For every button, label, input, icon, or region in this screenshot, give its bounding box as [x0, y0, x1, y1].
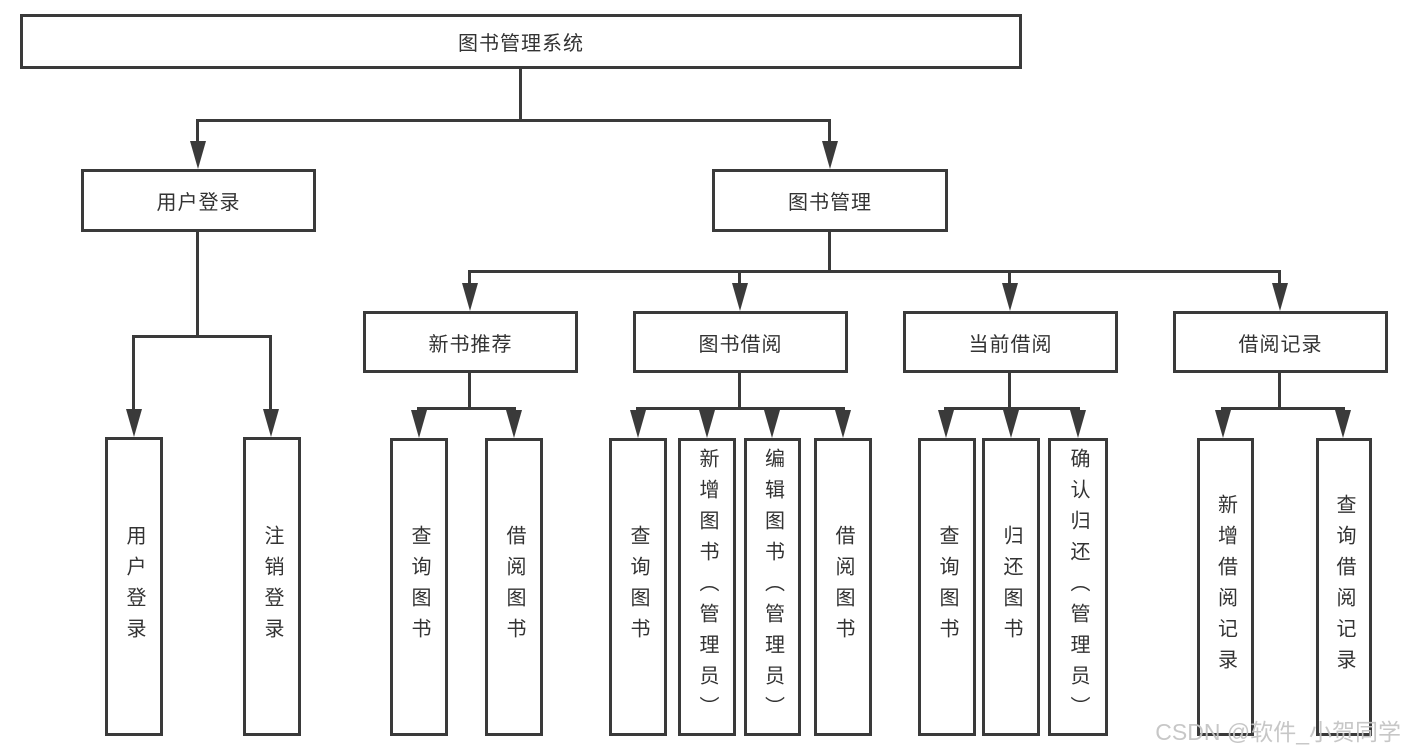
node-library-management-system: 图书管理系统	[20, 14, 1022, 69]
node-label: 新书推荐	[428, 333, 513, 356]
arrowhead	[1272, 283, 1288, 311]
connector-group-trunk	[738, 373, 741, 410]
leaf-borrowing-borrow-books: 借阅图书	[814, 438, 872, 736]
leaf-label: 借阅图书	[503, 525, 525, 649]
leaf-recommend-borrow-books: 借阅图书	[485, 438, 543, 736]
leaf-label: 新增图书（管理员）	[696, 447, 718, 727]
leaf-current-query-books: 查询图书	[918, 438, 976, 736]
connector-level3-branch	[468, 270, 1281, 273]
arrowhead	[699, 410, 715, 438]
arrowhead	[263, 409, 279, 437]
connector-stem	[196, 122, 199, 141]
arrowhead	[506, 410, 522, 438]
arrowhead	[1335, 410, 1351, 438]
node-user-login: 用户登录	[81, 169, 316, 232]
leaf-label: 查询图书	[408, 525, 430, 649]
connector-root-trunk	[519, 69, 522, 122]
connector-stem	[1008, 273, 1011, 283]
leaf-borrowing-edit-books-admin: 编辑图书（管理员）	[744, 438, 801, 736]
leaf-records-query-borrow-record: 查询借阅记录	[1316, 438, 1372, 736]
connector-user-login-trunk	[196, 232, 199, 338]
node-new-book-recommend: 新书推荐	[363, 311, 578, 373]
node-book-management: 图书管理	[712, 169, 948, 232]
arrowhead	[1003, 410, 1019, 438]
arrowhead	[126, 409, 142, 437]
node-label: 图书借阅	[698, 333, 783, 356]
leaf-label: 借阅图书	[832, 525, 854, 649]
leaf-label: 新增借阅记录	[1214, 494, 1237, 680]
arrowhead	[822, 141, 838, 169]
arrowhead	[764, 410, 780, 438]
leaf-label: 编辑图书（管理员）	[761, 447, 784, 727]
node-label: 图书管理系统	[458, 33, 584, 55]
arrowhead	[1215, 410, 1231, 438]
connector-stem	[269, 338, 272, 409]
connector-group-branch	[1221, 407, 1345, 410]
arrowhead	[411, 410, 427, 438]
node-label: 当前借阅	[968, 333, 1053, 356]
leaf-user-login: 用户登录	[105, 437, 163, 736]
connector-stem	[1278, 273, 1281, 283]
arrowhead	[938, 410, 954, 438]
node-book-borrowing: 图书借阅	[633, 311, 848, 373]
connector-book-management-trunk	[828, 232, 831, 273]
connector-user-login-branch	[132, 335, 272, 338]
node-label: 借阅记录	[1238, 333, 1323, 356]
connector-level2-branch	[196, 119, 831, 122]
leaf-records-add-borrow-record: 新增借阅记录	[1197, 438, 1254, 736]
arrowhead	[835, 410, 851, 438]
connector-group-trunk	[1008, 373, 1011, 410]
connector-stem	[468, 273, 471, 283]
leaf-label: 查询图书	[936, 525, 958, 649]
leaf-recommend-query-books: 查询图书	[390, 438, 448, 736]
connector-stem	[132, 338, 135, 409]
node-label: 图书管理	[788, 192, 872, 214]
connector-group-branch	[944, 407, 1080, 410]
leaf-label: 归还图书	[1000, 525, 1022, 649]
node-label: 用户登录	[156, 192, 241, 214]
connector-group-trunk	[468, 373, 471, 410]
leaf-label: 查询图书	[627, 525, 649, 649]
leaf-label: 确认归还（管理员）	[1067, 447, 1089, 727]
connector-group-trunk	[1278, 373, 1281, 410]
arrowhead	[630, 410, 646, 438]
node-borrow-records: 借阅记录	[1173, 311, 1388, 373]
leaf-label: 查询借阅记录	[1333, 494, 1355, 680]
leaf-current-return-books: 归还图书	[982, 438, 1040, 736]
arrowhead	[462, 283, 478, 311]
leaf-label: 用户登录	[123, 524, 145, 649]
leaf-borrowing-query-books: 查询图书	[609, 438, 667, 736]
connector-group-branch	[636, 407, 845, 410]
connector-stem	[828, 122, 831, 141]
leaf-label: 注销登录	[261, 524, 283, 649]
csdn-watermark: CSDN @软件_小贺同学	[1155, 719, 1401, 745]
arrowhead	[1070, 410, 1086, 438]
leaf-current-confirm-return-admin: 确认归还（管理员）	[1048, 438, 1108, 736]
arrowhead	[190, 141, 206, 169]
leaf-borrowing-add-books-admin: 新增图书（管理员）	[678, 438, 736, 736]
node-current-borrowing: 当前借阅	[903, 311, 1118, 373]
connector-group-branch	[417, 407, 516, 410]
arrowhead	[732, 283, 748, 311]
arrowhead	[1002, 283, 1018, 311]
leaf-logout-login: 注销登录	[243, 437, 301, 736]
connector-stem	[738, 273, 741, 283]
